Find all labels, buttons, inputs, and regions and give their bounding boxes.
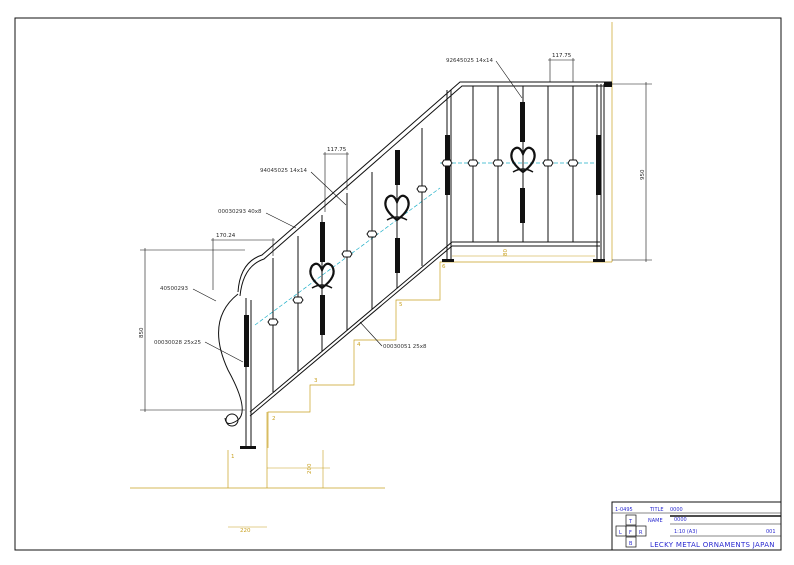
dim-mid-spacing: 117.75 [327,147,347,153]
step-number: 2 [272,416,276,422]
collars [267,159,579,326]
step-number: 1 [231,454,235,460]
grid-letter: R [639,530,643,536]
step-number: 5 [399,302,403,308]
grid-letter: F [629,530,632,536]
title-field-b-label: NAME [648,518,663,524]
step-number: 4 [357,342,361,348]
building-outline [130,22,613,489]
grid-letter: L [619,530,622,536]
grid-letter: B [629,541,633,547]
dim-height-left: 850 [139,327,145,338]
title-page: 001 [766,529,776,535]
dimension-lines-yellow [228,255,595,528]
title-scale: 1:10 (A3) [674,529,697,535]
title-field-a-value: 0000 [670,507,683,513]
step-number: 6 [442,264,446,270]
title-field-a-label: TITLE [649,507,664,513]
dim-left-spacing: 170.24 [216,233,236,239]
grid-letter: T [628,519,633,525]
base-plates [240,82,612,449]
label-newel: 00030028 25x25 [154,340,201,346]
dim-post-width: 220 [240,528,251,534]
heart-scrolls [311,168,534,289]
dim-landing-gap: 80 [503,249,509,256]
dimension-lines [140,58,652,412]
dim-height-right: 950 [640,169,646,180]
title-company: LECKY METAL ORNAMENTS JAPAN [650,541,775,549]
leader-lines [192,60,523,363]
drawing-border [14,17,782,551]
dim-top-spacing: 117.75 [552,53,572,59]
handrail [218,81,612,448]
heart-ornaments [309,146,536,290]
label-scroll-part: 40500293 [160,286,188,292]
dim-post-depth: 200 [307,463,313,474]
label-main-rail: 00030293 40x8 [218,209,262,215]
label-stringer: 00030051 25x8 [383,344,427,350]
title-block: 1-0495 TITLE 0000 NAME 0000 T L F R B 1:… [611,501,782,551]
step-number: 3 [314,378,318,384]
label-mid-rail: 94045025 14x14 [260,168,307,174]
label-top-rail: 92645025 14x14 [446,58,493,64]
title-drawing-no: 1-0495 [615,507,633,513]
title-field-b-value: 0000 [674,517,687,523]
